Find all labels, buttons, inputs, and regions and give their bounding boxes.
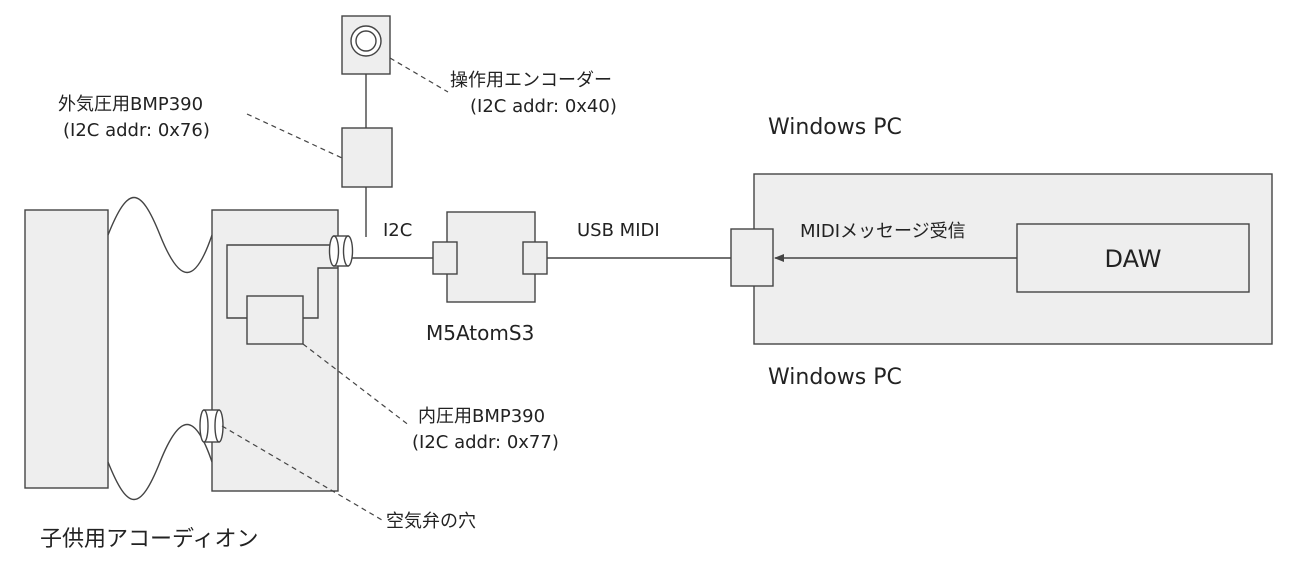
accordion-connector	[328, 235, 354, 267]
outer-bmp-name-label: 外気圧用BMP390	[58, 94, 203, 115]
pc-usb-port	[730, 228, 774, 287]
m5atoms3-right-port	[522, 241, 548, 275]
inner-bmp390-box	[246, 295, 304, 345]
outer-bmp390-box	[341, 127, 393, 188]
air-hole-label: 空気弁の穴	[386, 511, 476, 532]
accordion-right-body	[211, 209, 339, 492]
daw-box	[1016, 223, 1250, 293]
windows-pc-top-label: Windows PC	[768, 115, 902, 140]
inner-bmp-leader	[302, 343, 411, 427]
accordion-left-body	[24, 209, 109, 489]
accordion	[24, 197, 339, 500]
inner-bmp-addr-label: (I2C addr: 0x77)	[412, 432, 559, 453]
windows-pc-bottom-label: Windows PC	[768, 365, 902, 390]
midi-receive-label: MIDIメッセージ受信	[800, 221, 966, 242]
air-hole-leader	[221, 425, 383, 521]
accordion-bellows	[107, 197, 213, 500]
encoder-addr-label: (I2C addr: 0x40)	[470, 96, 617, 117]
usb-midi-label: USB MIDI	[577, 220, 660, 241]
inner-bmp-name-label: 内圧用BMP390	[418, 406, 545, 427]
accordion-label: 子供用アコーディオン	[40, 527, 258, 552]
air-valve-hole-cylinder	[199, 409, 224, 443]
i2c-label: I2C	[383, 220, 412, 241]
internal-tube	[226, 244, 338, 319]
outer-bmp-addr-label: (I2C addr: 0x76)	[63, 120, 210, 141]
m5atoms3	[432, 211, 548, 303]
encoder-unit	[341, 15, 391, 75]
m5atoms3-body	[446, 211, 536, 303]
outer-bmp-leader	[246, 113, 343, 159]
encoder-knob-inner-icon	[355, 30, 377, 52]
encoder-name-label: 操作用エンコーダー	[450, 70, 612, 91]
encoder-leader	[389, 57, 449, 93]
m5atoms3-left-port	[432, 241, 458, 275]
daw-label: DAW	[1105, 245, 1162, 273]
m5atoms3-label: M5AtomS3	[426, 321, 534, 345]
